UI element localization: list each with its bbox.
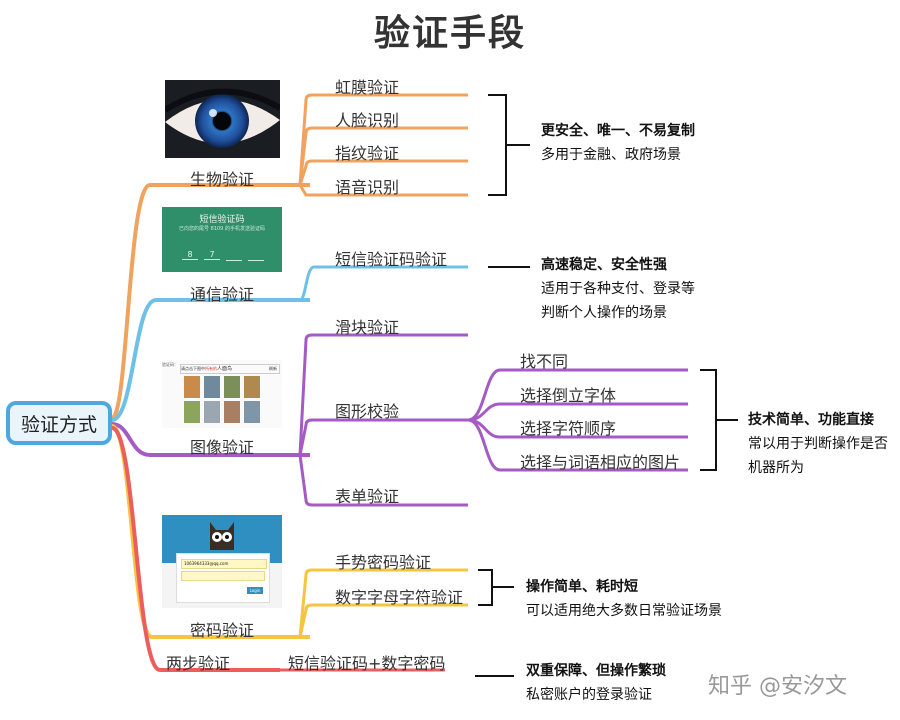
password-item-alnum: 数字字母字符验证 [335,588,464,607]
comm-item-sms: 短信验证码验证 [335,250,448,269]
note-graphic: 技术简单、功能直接 常以用于判断操作是否 机器所为 [748,408,888,480]
note-comm-line: 判断个人操作的场景 [541,305,667,321]
connector-root-bio [110,183,310,420]
captcha-tile[interactable] [244,401,260,423]
captcha-highlight: 所有的 [205,366,217,371]
login-button[interactable]: Login [247,587,263,594]
password-field[interactable] [181,571,265,581]
connector-image-3 [298,454,468,507]
captcha-tile[interactable] [184,376,200,398]
sms-digit-2: 7 [204,250,220,260]
connector-password-2 [298,603,468,638]
connector-graphic-4 [467,418,688,472]
note-bio-line: 多用于金融、政府场景 [541,147,681,163]
watermark: 知乎 @安汐文 [708,674,847,699]
root-node: 验证方式 [6,401,112,445]
sms-digit-1: 8 [182,250,198,260]
twostep-item: 短信验证码+数字密码 [288,654,446,673]
bio-item-fingerprint: 指纹验证 [335,144,400,163]
captcha-image: 验证码： 请点击下图中所有的人面鸟 刷新 [162,360,282,428]
category-twostep-label: 两步验证 [166,654,231,673]
note-twostep-bold: 双重保障、但操作繁琐 [526,663,666,679]
owl-icon [210,522,234,550]
captcha-tile[interactable] [224,401,240,423]
sms-digit-4 [248,250,264,261]
connector-bio-2 [298,126,468,186]
captcha-tile[interactable] [204,401,220,423]
sms-thumb-subtitle: 已向您的尾号 8109 的手机发送验证码 [179,226,265,232]
bracket-bio [488,94,530,196]
category-image-label: 图像验证 [190,438,255,457]
image-item-slider: 滑块验证 [335,318,400,337]
connector-comm-1 [299,265,468,302]
captcha-prompt: 请点击下图中 [181,366,205,371]
image-item-graphic: 图形校验 [335,402,400,421]
note-comm-line: 适用于各种支付、登录等 [541,281,695,297]
sms-thumb-title: 短信验证码 [199,215,245,225]
captcha-prompt-box: 请点击下图中所有的人面鸟 刷新 [180,364,280,374]
connector-bio-4 [298,184,468,197]
graphic-item-inverted: 选择倒立字体 [520,386,617,405]
password-item-gesture: 手势密码验证 [335,553,432,572]
note-password: 操作简单、耗时短 可以适用绝大多数日常验证场景 [526,575,722,623]
connector-bio-1 [298,93,468,186]
image-item-form: 表单验证 [335,487,400,506]
captcha-tile[interactable] [204,376,220,398]
note-graphic-line: 机器所为 [748,460,804,476]
eye-image [165,80,280,158]
connector-root-image [111,422,310,457]
captcha-label: 验证码： [162,362,178,367]
bio-item-face: 人脸识别 [335,111,400,130]
bio-item-iris: 虹膜验证 [335,78,400,97]
connector-image-1 [298,333,468,456]
note-bio-bold: 更安全、唯一、不易复制 [541,123,695,139]
login-form: 1063964333@qq.com Login [176,553,270,603]
connector-image-2 [298,418,468,456]
note-twostep-line: 私密账户的登录验证 [526,687,652,703]
connector-password-1 [298,568,468,638]
page-title: 验证手段 [373,13,526,54]
graphic-item-order: 选择字符顺序 [520,419,617,438]
note-comm-bold: 高速稳定、安全性强 [541,257,667,273]
login-image: 1063964333@qq.com Login [162,515,282,608]
captcha-tile[interactable] [244,376,260,398]
graphic-item-picture: 选择与词语相应的图片 [520,453,681,472]
graphic-item-diff: 找不同 [520,352,569,371]
sms-code-image: 短信验证码 已向您的尾号 8109 的手机发送验证码 8 7 [162,207,282,272]
captcha-target: 人面鸟 [217,366,233,372]
connector-root-comm [111,298,310,422]
connector-root-twostep [111,426,280,672]
category-password-label: 密码验证 [190,621,255,640]
note-comm: 高速稳定、安全性强 适用于各种支付、登录等 判断个人操作的场景 [541,253,695,325]
category-comm-label: 通信验证 [190,285,255,304]
captcha-refresh[interactable]: 刷新 [269,366,277,371]
captcha-tile[interactable] [224,376,240,398]
eye-icon [165,80,280,158]
note-twostep: 双重保障、但操作繁琐 私密账户的登录验证 [526,659,666,707]
bio-item-voice: 语音识别 [335,178,400,197]
sms-digit-3 [226,250,242,261]
captcha-tile[interactable] [184,401,200,423]
connector-bio-3 [298,159,468,186]
note-graphic-line: 常以用于判断操作是否 [748,436,888,452]
note-bio: 更安全、唯一、不易复制 多用于金融、政府场景 [541,119,695,167]
note-graphic-bold: 技术简单、功能直接 [748,412,874,428]
email-field[interactable]: 1063964333@qq.com [181,559,267,569]
category-bio-label: 生物验证 [190,170,255,189]
bracket-graphic [700,369,738,471]
note-password-bold: 操作简单、耗时短 [526,579,638,595]
note-password-line: 可以适用绝大多数日常验证场景 [526,603,722,619]
bracket-password [478,569,514,606]
